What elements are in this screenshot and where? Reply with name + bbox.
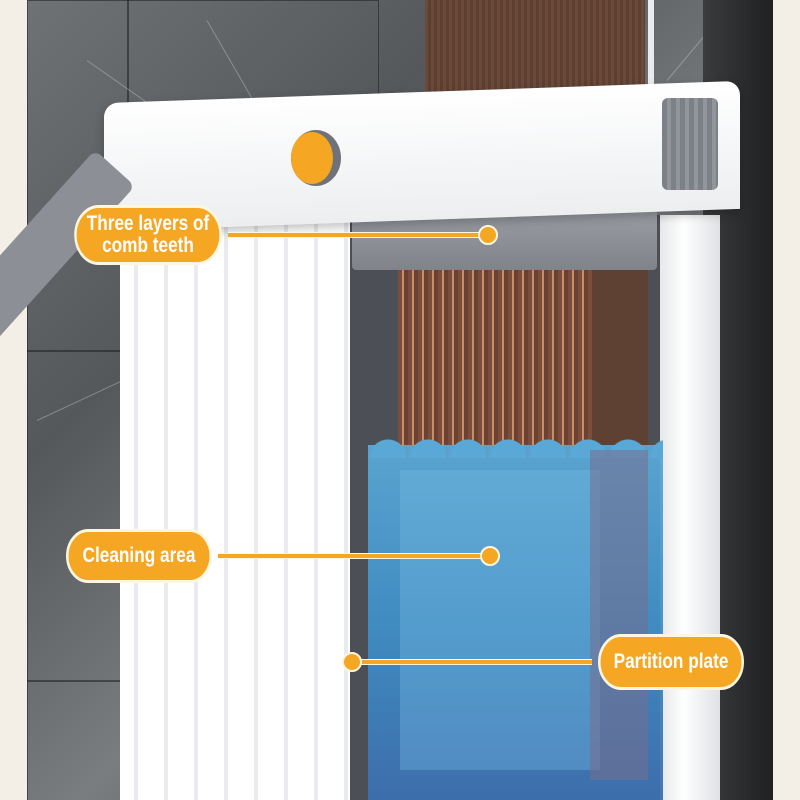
callout-cleaning-area-label: Cleaning area <box>82 543 196 567</box>
callout-line-cleaning-area <box>218 553 488 559</box>
callout-comb-teeth-line1: Three layers of <box>86 211 210 235</box>
callout-comb-teeth-line2: comb teeth <box>102 234 194 257</box>
callout-dot-partition-plate <box>342 652 362 672</box>
wall-tile <box>27 680 129 800</box>
corner-clip <box>662 98 718 190</box>
bucket-ribbed-side <box>120 210 360 800</box>
callout-line-comb-teeth <box>228 232 486 238</box>
callout-dot-comb-teeth <box>478 225 498 245</box>
mop-stick <box>648 0 654 100</box>
callout-partition-plate: Partition plate <box>598 634 744 690</box>
partition-plate <box>590 450 648 780</box>
mop-pad-edge <box>592 236 648 466</box>
callout-dot-cleaning-area <box>480 546 500 566</box>
handle-pivot-cap-icon <box>291 132 333 184</box>
water-highlight <box>400 470 600 770</box>
callout-line-partition-plate <box>356 659 592 665</box>
callout-cleaning-area: Cleaning area <box>66 529 212 583</box>
callout-comb-teeth: Three layers of comb teeth <box>74 205 222 265</box>
callout-partition-plate-label: Partition plate <box>613 649 729 673</box>
bucket-right-wall <box>660 215 720 800</box>
